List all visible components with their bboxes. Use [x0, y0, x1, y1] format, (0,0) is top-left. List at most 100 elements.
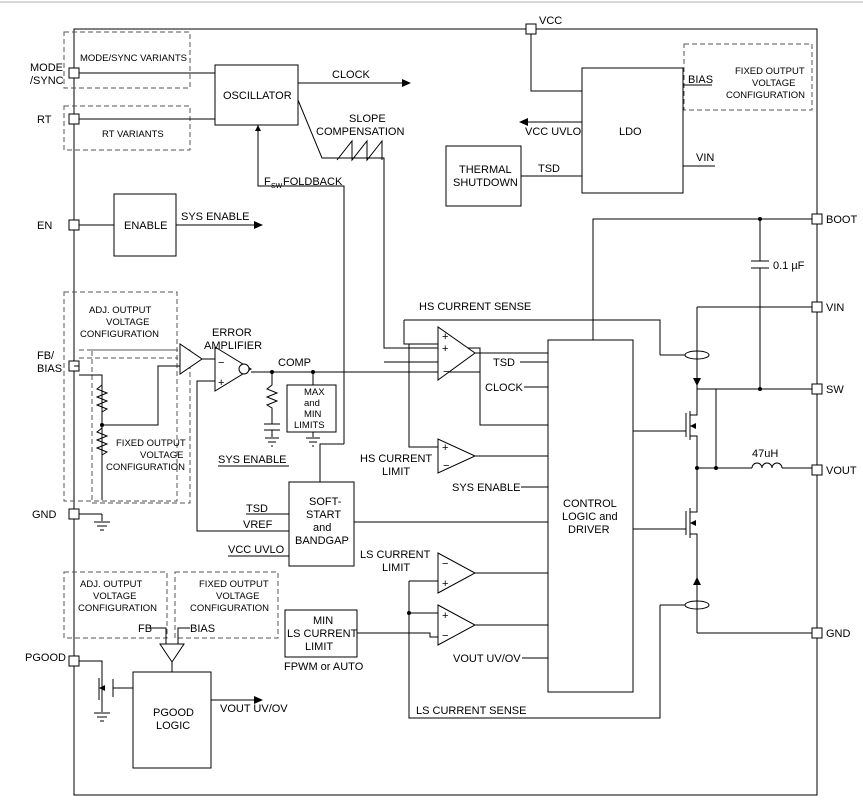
softstart-label-3: and — [313, 522, 331, 534]
rt-variants-box — [63, 105, 191, 151]
pin-pgood-label: PGOOD — [25, 652, 66, 664]
ls-current-sense-label: LS CURRENT SENSE — [416, 705, 526, 717]
fb-buffer-triangle — [179, 343, 203, 375]
pin-sw — [811, 383, 823, 395]
error-amp-label-2: AMPLIFIER — [204, 340, 262, 352]
resistor-r2 — [95, 427, 109, 456]
hs-limit-label-2: LIMIT — [382, 466, 410, 478]
wire-fsw-foldback — [257, 125, 345, 444]
fixed-output-top-l2: VOLTAGE — [752, 78, 795, 89]
enable-label: ENABLE — [124, 220, 167, 232]
fixed-output-top-box — [683, 43, 813, 111]
maxmin-label-4: LIMITS — [294, 420, 325, 431]
wire-divider-tap — [102, 365, 180, 426]
hs-limit-comparator — [437, 438, 477, 474]
pin-fb-bias-label-1: FB/ — [37, 350, 55, 362]
max-min-limits-block — [286, 384, 337, 433]
wire-ls-current-sense — [408, 581, 661, 719]
wire-minls-out — [357, 632, 438, 638]
slope-label-2: COMPENSATION — [316, 126, 404, 138]
pin-en-label: EN — [37, 220, 52, 232]
wire-hs-limit-plus — [408, 344, 438, 448]
fixed-output-pgood-l1: FIXED OUTPUT — [199, 579, 269, 590]
fixed-output-fb-l3: CONFIGURATION — [106, 462, 185, 473]
bias-label: BIAS — [688, 74, 713, 86]
pin-vin-label: VIN — [826, 302, 844, 314]
fixed-output-fb-l2: VOLTAGE — [140, 450, 183, 461]
ls-min-plus: + — [442, 610, 448, 622]
ls-limit-label-1: LS CURRENT — [360, 549, 431, 561]
sys-enable-arrowhead — [254, 221, 263, 229]
pin-gnd-right-label: GND — [826, 628, 851, 640]
ls-limit-comparator — [437, 552, 477, 594]
cap-label: 0.1 µF — [773, 260, 805, 272]
tsd-ctrl-label: TSD — [493, 357, 515, 369]
junction-divider — [100, 423, 104, 427]
control-label-1: CONTROL — [563, 498, 617, 510]
vout-uvov-ctrl-label: VOUT UV/OV — [453, 653, 521, 665]
hs-mosfet — [685, 405, 698, 468]
wire-fsw-softstart — [319, 443, 344, 482]
ls-mosfet-arrow — [690, 520, 696, 526]
bias-pg-label: BIAS — [190, 623, 215, 635]
minls-label-2: LS CURRENT — [287, 628, 358, 640]
hs-limit-plus: + — [442, 442, 448, 454]
fsw-label-rest: FOLDBACK — [283, 176, 343, 188]
hs-pwm-plus-1: + — [442, 331, 448, 343]
fsw-arrowhead — [255, 125, 261, 131]
slope-ramp-symbol — [336, 139, 383, 162]
wire-comp-plus — [409, 368, 439, 373]
ss-sys-enable-label: SYS ENABLE — [218, 454, 286, 466]
fixed-output-pgood-l3: CONFIGURATION — [190, 603, 269, 614]
pin-boot — [811, 213, 823, 225]
ls-limit-minus: − — [442, 558, 448, 570]
comp-capacitor — [264, 423, 280, 431]
adj-output-fb-box — [63, 291, 178, 502]
vout-uvov-label: VOUT UV/OV — [220, 703, 288, 715]
pin-boot-label: BOOT — [826, 214, 857, 226]
inductor-symbol — [751, 462, 783, 469]
fsw-label-sub: SW — [271, 183, 283, 190]
adj-output-fb-l1: ADJ. OUTPUT — [89, 305, 151, 316]
pin-vin — [811, 301, 823, 313]
ldo-label: LDO — [619, 126, 642, 138]
boot-capacitor — [751, 260, 769, 269]
softstart-label-4: BANDGAP — [295, 535, 349, 547]
softstart-label-2: START — [306, 509, 341, 521]
pin-en — [68, 219, 80, 231]
pin-pgood — [68, 655, 80, 667]
soft-start-block — [288, 481, 355, 567]
wire-fb-pg — [150, 627, 167, 644]
adj-output-pgood-box — [63, 571, 168, 639]
adj-output-fb-l3: CONFIGURATION — [80, 329, 159, 340]
ls-min-comparator — [437, 604, 477, 646]
maxmin-label-1: MAX — [304, 387, 325, 398]
vin-ldo-label: VIN — [696, 152, 714, 164]
error-amp-output-circle — [238, 363, 250, 375]
pin-rt — [68, 113, 80, 125]
adj-output-pgood-l3: CONFIGURATION — [78, 603, 157, 614]
resistor-r1 — [95, 384, 109, 413]
minls-label-1: MIN — [313, 615, 333, 627]
pin-fb-bias-label-2: BIAS — [37, 363, 62, 375]
sys-enable-ctrl-label: SYS ENABLE — [452, 482, 520, 494]
ls-min-minus: − — [442, 630, 448, 642]
fb-pg-label: FB — [138, 623, 152, 635]
adj-output-fb-l2: VOLTAGE — [106, 317, 149, 328]
mode-sync-variants-box — [63, 31, 191, 89]
vcc-uvlo-arrowhead — [519, 118, 528, 126]
fsw-label-f: F — [264, 176, 271, 188]
hs-limit-label-1: HS CURRENT — [360, 453, 432, 465]
fixed-output-pgood-l2: VOLTAGE — [216, 591, 259, 602]
comp-label: COMP — [278, 357, 311, 369]
pgood-buffer — [159, 643, 185, 663]
fixed-output-fb-box — [91, 349, 191, 504]
wire-hs-current-sense — [404, 319, 661, 355]
wire-vref — [196, 380, 289, 532]
ls-limit-label-2: LIMIT — [382, 562, 410, 574]
vcc-uvlo-label: VCC UVLO — [525, 126, 582, 138]
thermal-shutdown-block — [445, 145, 522, 207]
wire-slope — [297, 99, 548, 426]
hs-pwm-plus-2: + — [442, 343, 448, 355]
